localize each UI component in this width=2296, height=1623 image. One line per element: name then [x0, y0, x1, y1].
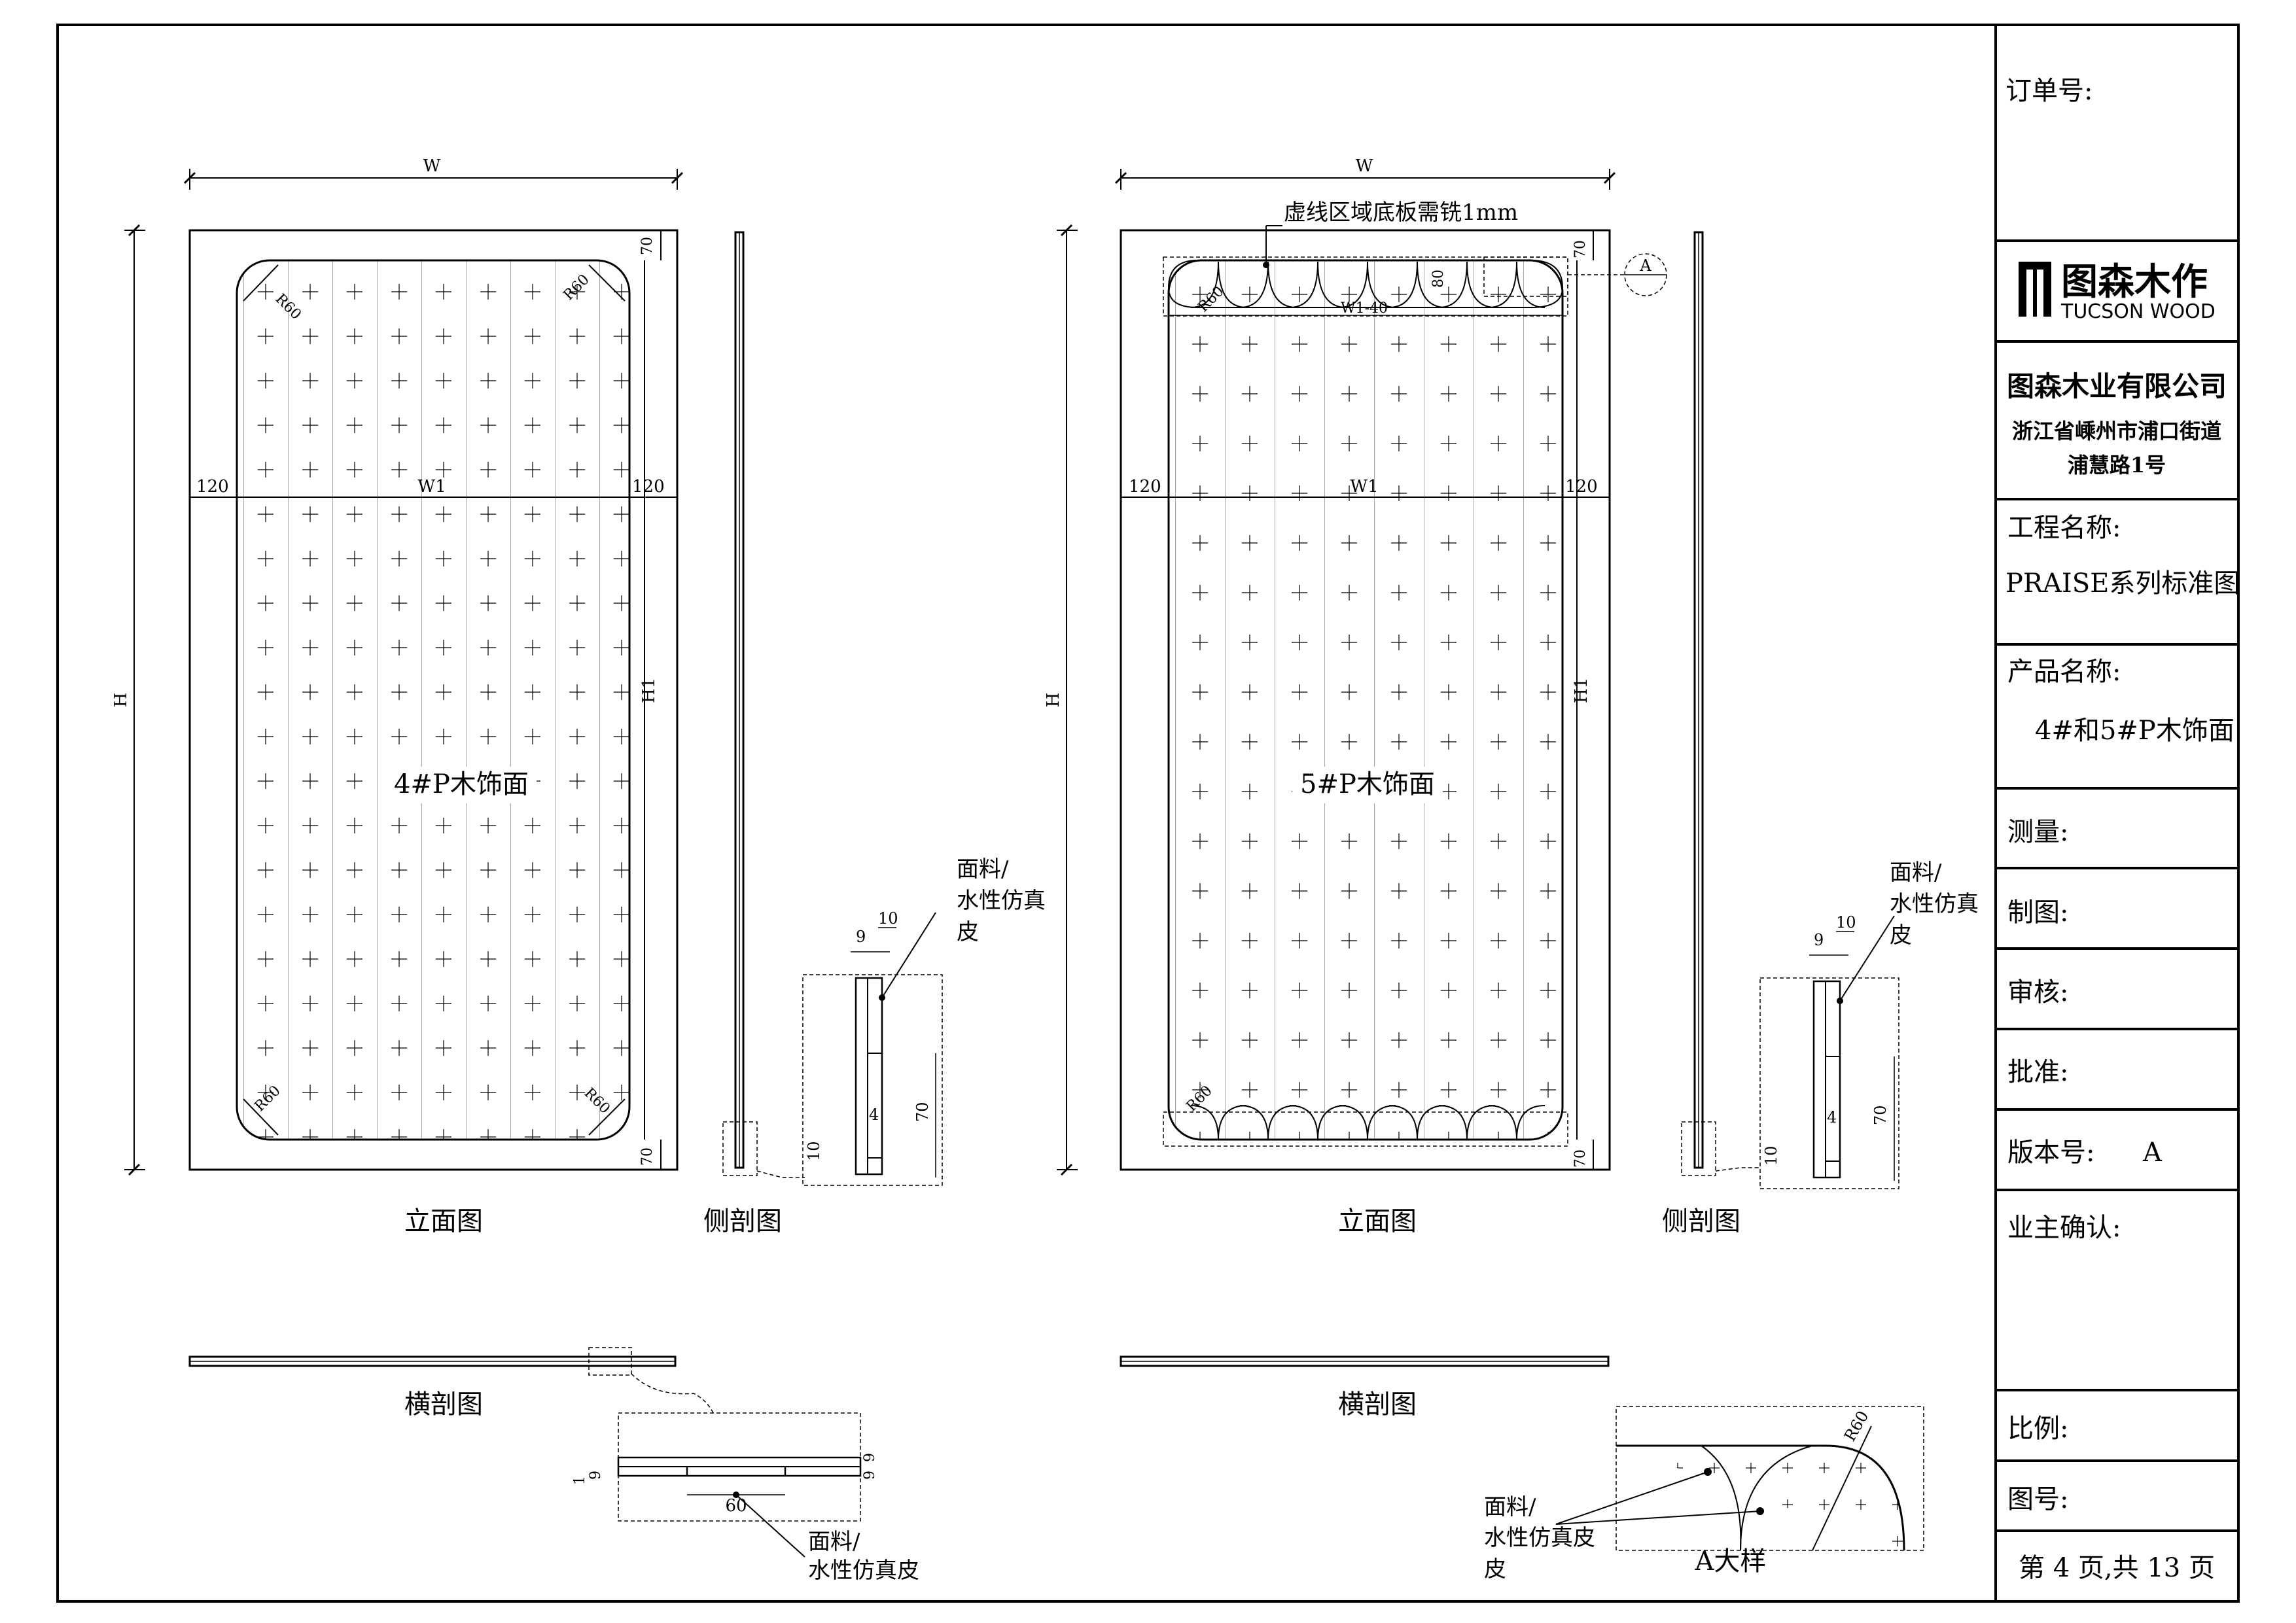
company-name: 图森木业有限公司 — [2007, 370, 2227, 402]
logo-cn: 图森木作 — [2061, 261, 2208, 304]
left-dim-w1: W1 — [417, 477, 446, 497]
left-side-section-caption: 侧剖图 — [703, 1206, 782, 1236]
left-panel-outline — [188, 229, 679, 1171]
right-side-dim-9: 9 — [1814, 931, 1824, 949]
review-label: 审核: — [2007, 977, 2068, 1007]
right-side-dim-4: 4 — [1827, 1108, 1837, 1126]
left-side-section: 9 10 70 4 10 面料/ 水性仿真 皮 — [722, 231, 1046, 1186]
left-horiz-dim-1: 1 — [572, 1476, 588, 1485]
left-horiz-dim-9-left: 9 — [588, 1471, 604, 1480]
owner-confirm-label: 业主确认: — [2007, 1213, 2121, 1243]
left-dim-70-top: 70 — [639, 237, 656, 255]
right-side-section: 9 10 70 4 10 面料/ 水性仿真 皮 — [1681, 231, 1979, 1189]
left-panel-inner — [236, 259, 631, 1141]
right-side-dim-70: 70 — [1871, 1105, 1890, 1125]
left-side-material-3: 皮 — [957, 919, 979, 945]
title-block-grid — [1996, 239, 2238, 1532]
project-label: 工程名称: — [2007, 513, 2121, 543]
left-dim-120-right: 120 — [632, 477, 665, 497]
right-mill-note: 虚线区域底板需铣1mm — [1284, 200, 1518, 226]
left-horiz-dim-9-right2: 9 — [862, 1453, 878, 1462]
detail-a-radius: R60 — [1841, 1408, 1873, 1444]
right-side-material-2: 水性仿真 — [1890, 891, 1979, 917]
sheet-border — [56, 24, 2240, 1603]
left-horiz-material-1: 面料/ — [808, 1529, 860, 1555]
right-dim-w1: W1 — [1350, 477, 1378, 497]
right-side-dim-10-bottom: 10 — [1762, 1145, 1780, 1166]
detail-a-caption: A大样 — [1695, 1546, 1767, 1577]
right-dim-120-right: 120 — [1565, 477, 1598, 497]
right-side-section-caption: 侧剖图 — [1662, 1206, 1740, 1236]
right-panel-outline — [1120, 229, 1611, 1171]
right-dim-80: 80 — [1430, 270, 1447, 288]
logo-en: TUCSON WOOD — [2060, 300, 2216, 323]
right-side-material-3: 皮 — [1890, 922, 1912, 949]
left-horiz-material-2: 水性仿真皮 — [808, 1558, 919, 1584]
right-dim-w: W — [1356, 156, 1373, 176]
page-info: 第 4 页,共 13 页 — [2019, 1553, 2215, 1583]
scale-label: 比例: — [2007, 1414, 2068, 1444]
right-horizontal-section: 横剖图 — [1120, 1355, 1610, 1420]
right-dim-h1: H1 — [1572, 678, 1591, 703]
left-side-dim-10-top: 10 — [878, 909, 898, 928]
left-side-dim-10-bottom: 10 — [805, 1141, 823, 1161]
left-dim-70-bottom: 70 — [639, 1147, 656, 1166]
version-label: 版本号: — [2007, 1138, 2094, 1168]
left-side-dim-70: 70 — [913, 1102, 932, 1122]
company-address-2: 浦慧路1号 — [2068, 453, 2166, 478]
version-value: A — [2142, 1138, 2163, 1168]
left-horizontal-caption: 横剖图 — [404, 1389, 483, 1420]
left-side-material-2: 水性仿真 — [957, 888, 1046, 914]
right-panel-name: 5#P木饰面 — [1300, 769, 1435, 799]
right-side-dim-10-top: 10 — [1836, 913, 1856, 932]
left-panel-name: 4#P木饰面 — [394, 769, 529, 799]
product-value: 4#和5#P木饰面 — [2035, 716, 2234, 746]
detail-a: R60 面料/ 水性仿真皮 皮 A大样 — [1484, 1406, 1924, 1582]
detail-a-material-3: 皮 — [1484, 1556, 1506, 1582]
right-dim-120-left: 120 — [1129, 477, 1161, 497]
left-dim-h: H — [111, 693, 131, 708]
right-dim-70-bottom: 70 — [1572, 1149, 1589, 1168]
left-horiz-dim-60: 60 — [725, 1496, 747, 1516]
drawing-no-label: 图号: — [2007, 1484, 2068, 1514]
company-address-1: 浙江省嵊州市浦口街道 — [2012, 419, 2221, 444]
measure-label: 测量: — [2007, 817, 2068, 847]
left-horizontal-section: 横剖图 1 9 9 9 60 面料/ 水性仿真皮 — [188, 1347, 919, 1584]
left-dim-120-left: 120 — [196, 477, 229, 497]
left-dim-h1: H1 — [639, 678, 659, 703]
draft-label: 制图: — [2007, 898, 2068, 928]
left-dim-w: W — [423, 156, 441, 176]
detail-a-material-2: 水性仿真皮 — [1484, 1525, 1595, 1551]
right-elevation: W H W1-40 80 — [1044, 156, 1667, 1176]
right-dim-h: H — [1044, 693, 1063, 708]
right-panel-inner — [1167, 259, 1564, 1141]
right-horizontal-caption: 横剖图 — [1338, 1389, 1417, 1420]
detail-a-material-1: 面料/ — [1484, 1494, 1536, 1520]
company-logo: 图森木作 TUCSON WOOD — [2019, 261, 2216, 323]
left-horiz-dim-9-right: 9 — [862, 1471, 878, 1480]
right-elevation-caption: 立面图 — [1338, 1206, 1417, 1236]
right-dim-w1-minus: W1-40 — [1341, 300, 1388, 317]
approve-label: 批准: — [2007, 1057, 2068, 1087]
order-no-label: 订单号: — [2005, 76, 2093, 106]
left-elevation-caption: 立面图 — [404, 1206, 483, 1236]
right-callout-a: A — [1639, 256, 1651, 275]
project-value: PRAISE系列标准图 — [2005, 568, 2240, 599]
left-side-material-1: 面料/ — [957, 856, 1009, 882]
left-side-dim-9: 9 — [856, 928, 866, 946]
right-dim-70-top: 70 — [1572, 240, 1589, 258]
product-label: 产品名称: — [2007, 657, 2121, 687]
left-elevation: W H R60 R60 R60 R60 70 70 120 W1 120 H1 — [111, 156, 684, 1176]
right-side-material-1: 面料/ — [1890, 860, 1942, 886]
left-side-dim-4: 4 — [869, 1106, 879, 1124]
